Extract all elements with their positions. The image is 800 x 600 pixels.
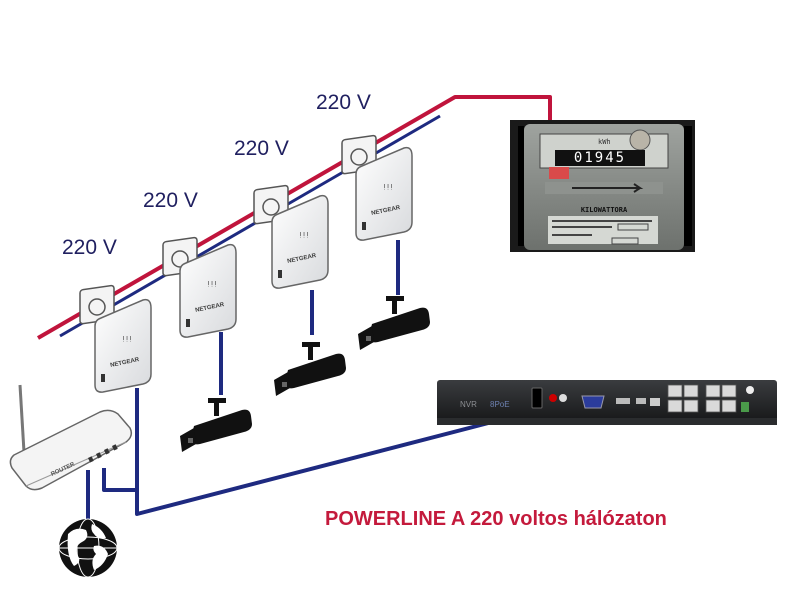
meter-arrow-icon bbox=[572, 183, 644, 193]
voltage-label-2: 220 V bbox=[143, 189, 198, 212]
router: ROUTER bbox=[9, 384, 133, 491]
router-ports-icon bbox=[88, 444, 118, 463]
meter-seal-icon bbox=[549, 167, 569, 179]
powerline-adapter-4: NETGEAR ᴉ ᴉ ᴉ bbox=[355, 146, 413, 241]
nvr-label: NVR bbox=[460, 400, 477, 409]
meter-reading: 01945 bbox=[574, 150, 626, 166]
led-indicator-icon: ᴉ ᴉ ᴉ bbox=[300, 231, 309, 238]
meter-unit-label: kWh bbox=[598, 138, 611, 146]
meter-screw-icon bbox=[629, 129, 651, 151]
power-switch-icon bbox=[531, 387, 543, 409]
voltage-label-4: 220 V bbox=[316, 91, 371, 114]
ethernet-port-icon bbox=[650, 398, 660, 406]
electricity-meter: kWh 01945 KILOWATTORA bbox=[510, 120, 695, 252]
ethernet-port-icon bbox=[101, 374, 105, 382]
powerline-adapter-2: NETGEAR ᴉ ᴉ ᴉ bbox=[179, 243, 237, 338]
diagram-caption: POWERLINE A 220 voltos hálózaton bbox=[325, 508, 667, 530]
poe-ports-icon bbox=[667, 384, 737, 413]
globe-icon bbox=[58, 518, 118, 578]
ground-screw-icon bbox=[746, 386, 754, 394]
hdmi-port-icon bbox=[616, 398, 630, 404]
voltage-label-1: 220 V bbox=[62, 236, 117, 259]
led-indicator-icon: ᴉ ᴉ ᴉ bbox=[384, 183, 393, 190]
camera-2-icon bbox=[274, 342, 346, 396]
powerline-adapter-3: NETGEAR ᴉ ᴉ ᴉ bbox=[271, 194, 329, 289]
camera-1-icon bbox=[180, 398, 252, 452]
ethernet-port-icon bbox=[362, 222, 366, 230]
terminal-block-icon bbox=[741, 402, 749, 412]
vga-port-icon bbox=[581, 395, 605, 409]
led-indicator-icon: ᴉ ᴉ ᴉ bbox=[208, 280, 217, 287]
antenna-icon bbox=[18, 384, 26, 453]
ethernet-port-icon bbox=[186, 319, 190, 327]
powerline-adapter-1: NETGEAR ᴉ ᴉ ᴉ bbox=[94, 298, 152, 393]
meter-fine-print-icon bbox=[552, 220, 652, 245]
ethernet-port-icon bbox=[278, 270, 282, 278]
camera-3-icon bbox=[358, 296, 430, 350]
usb-port-icon bbox=[636, 398, 646, 404]
audio-port-icon bbox=[549, 394, 557, 402]
network-cables bbox=[86, 240, 501, 520]
nvr-recorder: NVR 8PoE bbox=[437, 380, 777, 425]
audio-port-icon bbox=[559, 394, 567, 402]
cameras bbox=[180, 296, 430, 452]
nvr-poe-label: 8PoE bbox=[490, 400, 510, 409]
voltage-label-3: 220 V bbox=[234, 137, 289, 160]
meter-title: KILOWATTORA bbox=[581, 206, 628, 214]
powerline-adapters: NETGEAR ᴉ ᴉ ᴉ NETGEAR ᴉ ᴉ ᴉ NETGEAR ᴉ ᴉ … bbox=[94, 146, 413, 393]
led-indicator-icon: ᴉ ᴉ ᴉ bbox=[123, 335, 132, 342]
